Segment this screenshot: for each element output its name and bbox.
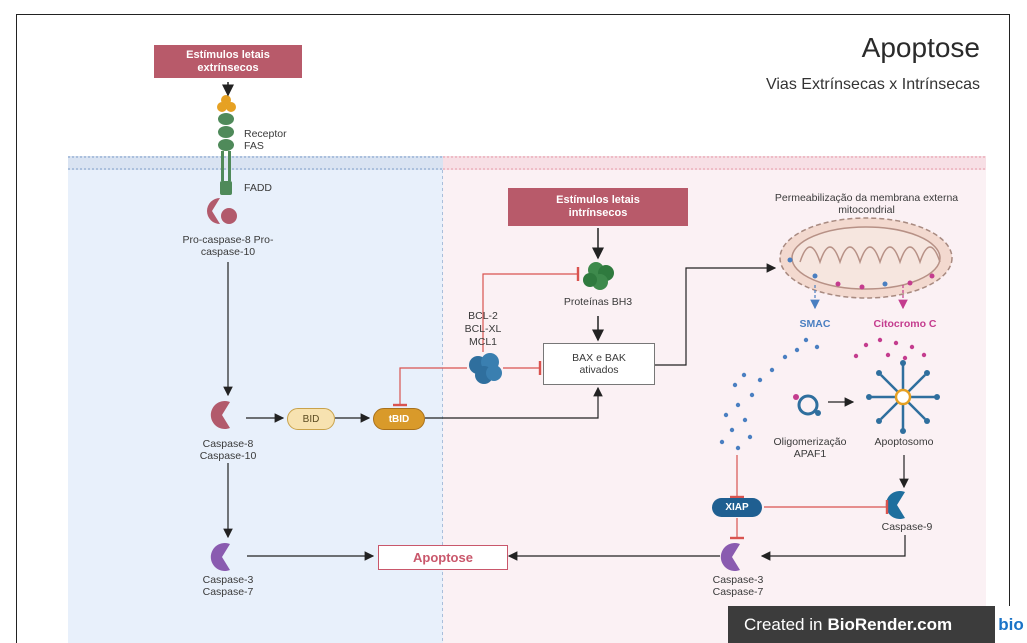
tbid-pill: tBID xyxy=(373,408,425,430)
smac-label: SMAC xyxy=(799,318,831,330)
brand-text: BioRender.com xyxy=(827,614,953,634)
baxbak-label: BAX e BAK ativados xyxy=(572,352,626,376)
caspase3-extrinsic-icon xyxy=(210,543,230,571)
caspase9-label: Caspase-9 xyxy=(881,521,933,533)
oligomerization-label: Oligomerização APAF1 xyxy=(773,436,847,460)
cytochrome-dots xyxy=(853,337,927,361)
apoptosome-label: Apoptosomo xyxy=(874,436,934,448)
extrinsic-stimulus-box: Estímulos letais extrínsecos xyxy=(154,45,302,78)
bcl-label: BCL-2 BCL-XL MCL1 xyxy=(464,310,502,348)
caspase9-icon xyxy=(885,490,905,519)
created-in-text: Created in xyxy=(744,614,823,634)
caspase8-label: Caspase-8 Caspase-10 xyxy=(199,438,257,462)
bid-pill: BID xyxy=(287,408,335,430)
caspase8-icon xyxy=(210,401,230,430)
bh3-protein-icon xyxy=(583,262,614,290)
extrinsic-stimulus-label: Estímulos letais extrínsecos xyxy=(186,48,270,74)
cytochrome-label: Citocromo C xyxy=(873,318,937,330)
page-subtitle: Vias Extrínsecas x Intrínsecas xyxy=(765,76,980,93)
caspase3-intrinsic-label: Caspase-3 Caspase-7 xyxy=(712,574,764,598)
intrinsic-stimulus-label: Estímulos letais intrínsecos xyxy=(556,194,640,219)
apaf1-icon xyxy=(793,394,821,416)
caspase3-intrinsic-icon xyxy=(720,543,740,571)
bcl-protein-icon xyxy=(469,353,502,384)
xiap-pill: XIAP xyxy=(712,498,762,517)
bh3-label: Proteínas BH3 xyxy=(563,296,633,308)
intrinsic-stimulus-box: Estímulos letais intrínsecos xyxy=(508,188,688,226)
membrane-band-right xyxy=(443,156,986,170)
biorender-footer: Created in BioRender.com xyxy=(728,606,1027,643)
receptor-label: Receptor FAS xyxy=(244,128,287,152)
permeabilization-label: Permeabilização da membrana externa mito… xyxy=(774,192,959,216)
procaspase-label: Pro-caspase-8 Pro-caspase-10 xyxy=(182,234,274,258)
caspase3-extrinsic-label: Caspase-3 Caspase-7 xyxy=(202,574,254,598)
mitochondria-icon xyxy=(779,217,953,299)
diagram-frame xyxy=(16,14,1010,643)
page-title: Apoptose xyxy=(861,32,980,63)
fas-receptor xyxy=(217,95,236,195)
fadd-label: FADD xyxy=(244,182,273,194)
apoptosis-box: Apoptose xyxy=(378,545,508,570)
membrane-band-left xyxy=(68,156,443,170)
smac-dots xyxy=(719,337,820,451)
pro-caspase-icon xyxy=(207,198,237,224)
apoptosome-icon xyxy=(871,365,935,429)
biorender-logo: bio xyxy=(995,606,1027,643)
apoptosis-label: Apoptose xyxy=(413,550,473,565)
baxbak-box: BAX e BAK ativados xyxy=(543,343,655,385)
